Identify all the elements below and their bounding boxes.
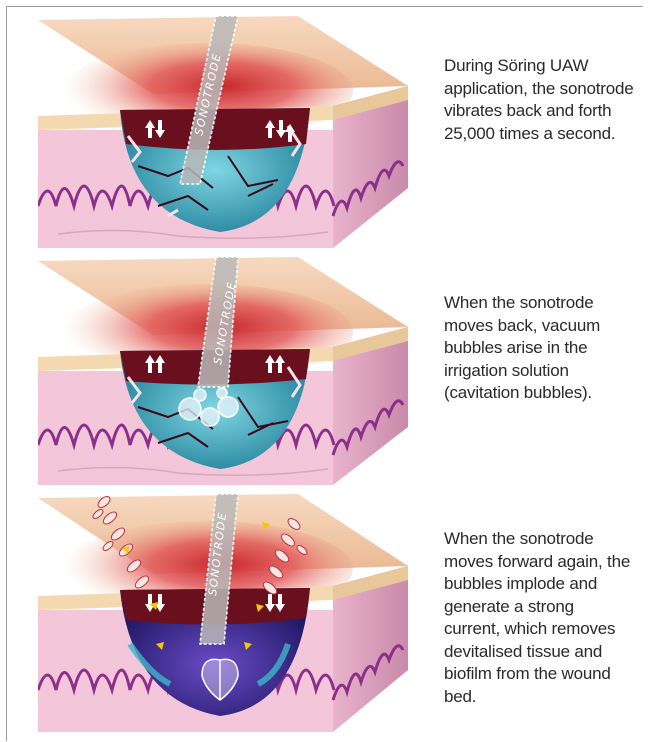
wound-cross-section-1: SONOTRODE [38, 16, 408, 248]
step-3-caption: When the sonotrode moves forward again, … [444, 528, 634, 708]
step-2-caption: When the sonotrode moves back, vacuum bu… [444, 292, 634, 405]
illustration-panel-1: SONOTRODE [38, 16, 408, 248]
illustration-panel-2: SONOTRODE [38, 257, 408, 485]
wound-cross-section-3: SONOTRODE [38, 494, 408, 732]
wound-cross-section-2: SONOTRODE [38, 257, 408, 485]
step-1-caption: During Söring UAW application, the sonot… [444, 55, 634, 145]
illustration-panel-3: SONOTRODE [38, 494, 408, 732]
